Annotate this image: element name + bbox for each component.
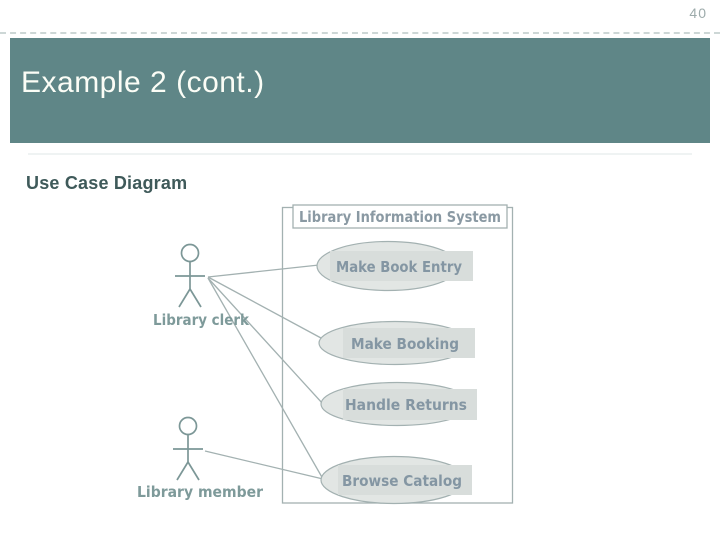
title-bar-shadow <box>28 153 692 155</box>
page-number: 40 <box>689 5 707 21</box>
actor-left-leg-clerk <box>178 288 191 308</box>
actor-head-clerk <box>180 243 200 263</box>
system-label: Library Information System <box>299 208 501 226</box>
actor-label-library-clerk: Library clerk <box>153 311 250 329</box>
section-heading: Use Case Diagram <box>26 173 188 193</box>
actor-figure-library-clerk <box>175 243 205 308</box>
association-clerk-make-booking <box>207 276 322 339</box>
association-member-browse-catalog <box>204 450 324 480</box>
use-case-label-bg-make-book-entry <box>330 251 473 281</box>
actor-right-leg-clerk <box>189 288 202 308</box>
actor-right-leg-member <box>187 461 200 481</box>
use-case-label-bg-browse-catalog <box>338 465 472 495</box>
actor-label-library-member: Library member <box>137 483 263 501</box>
use-case-label-browse-catalog: Browse Catalog <box>342 472 462 490</box>
association-clerk-handle-returns <box>207 277 324 405</box>
actor-head-member <box>178 416 198 436</box>
actor-figure-library-member <box>173 416 203 481</box>
association-clerk-browse-catalog <box>207 277 324 480</box>
use-case-label-handle-returns: Handle Returns <box>345 396 467 414</box>
use-case-label-make-booking: Make Booking <box>351 335 459 353</box>
system-label-box <box>292 204 508 229</box>
slide-title: Example 2 (cont.) <box>21 66 265 99</box>
top-dashed-divider <box>0 32 720 34</box>
use-case-label-bg-make-booking <box>343 328 475 358</box>
use-case-label-bg-handle-returns <box>343 389 477 420</box>
use-case-diagram: Library Information System Make Book Ent… <box>130 195 525 515</box>
actor-left-leg-member <box>176 461 189 481</box>
use-case-label-make-book-entry: Make Book Entry <box>336 258 462 276</box>
use-case-diagram-canvas: Library Information System Make Book Ent… <box>137 204 514 505</box>
association-clerk-make-book-entry <box>207 264 320 278</box>
title-bar: Example 2 (cont.) <box>10 38 710 143</box>
